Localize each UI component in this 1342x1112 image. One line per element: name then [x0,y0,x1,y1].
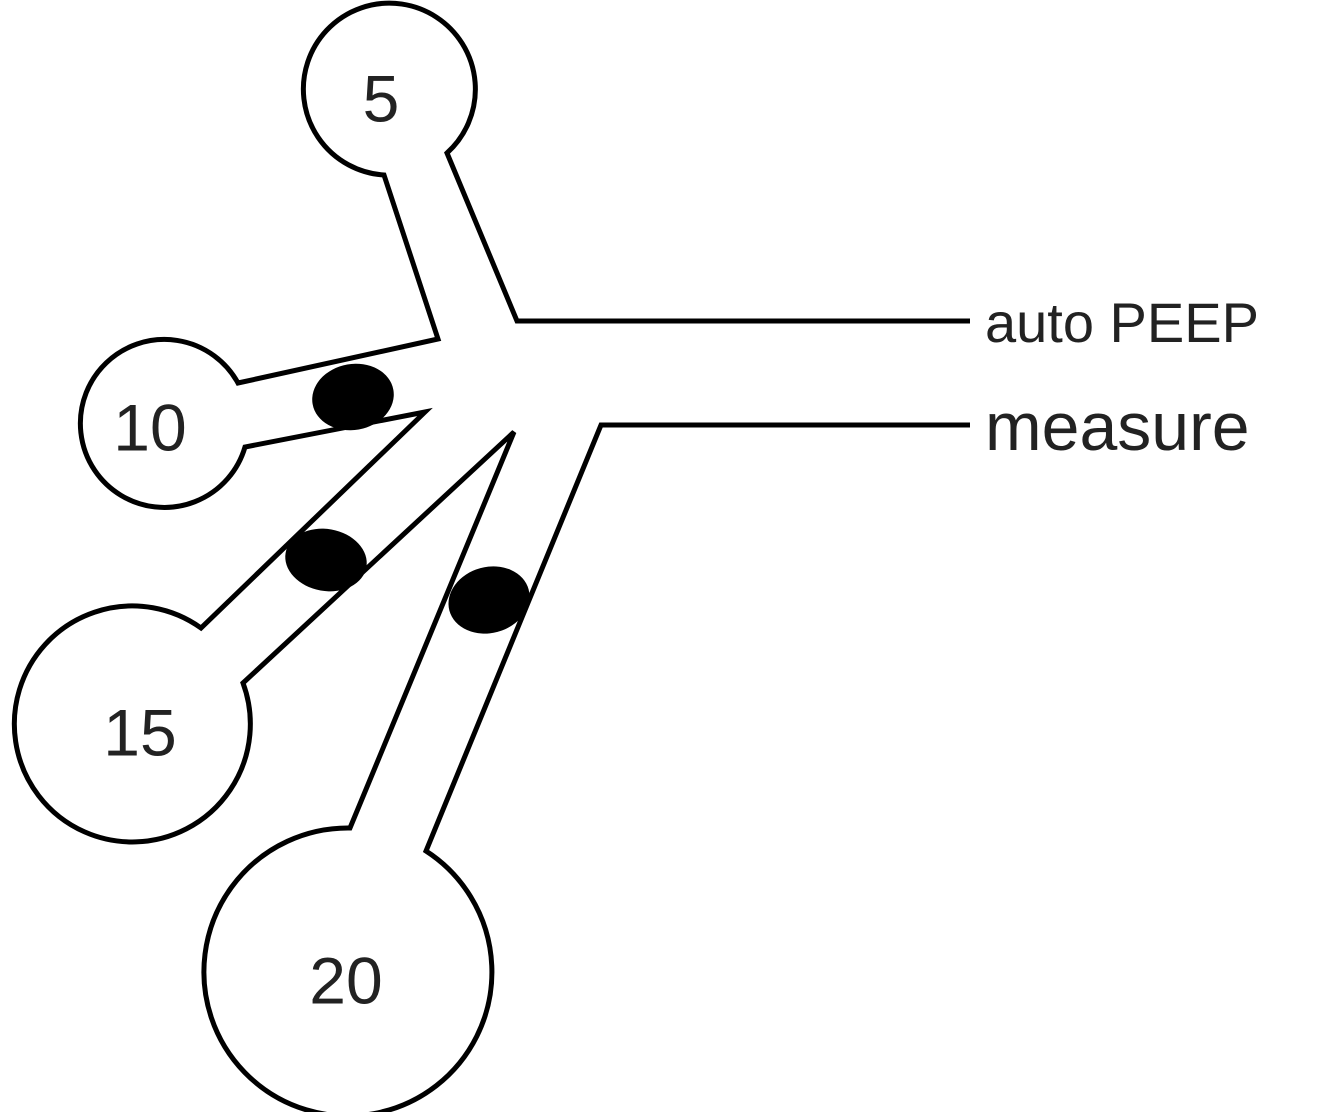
alveolus-label-20: 20 [309,943,382,1017]
alveolus-label-10: 10 [113,390,186,464]
airway-obstruction-15 [285,528,367,592]
alveolus-label-5: 5 [363,61,400,135]
airway-obstruction-10 [312,363,394,431]
airway-tree-outline [11,0,970,1112]
alveolus-label-15: 15 [103,695,176,769]
auto-peep-label: auto PEEP [985,291,1259,354]
measure-label: measure [985,389,1250,465]
airway-obstruction-20 [448,566,530,634]
